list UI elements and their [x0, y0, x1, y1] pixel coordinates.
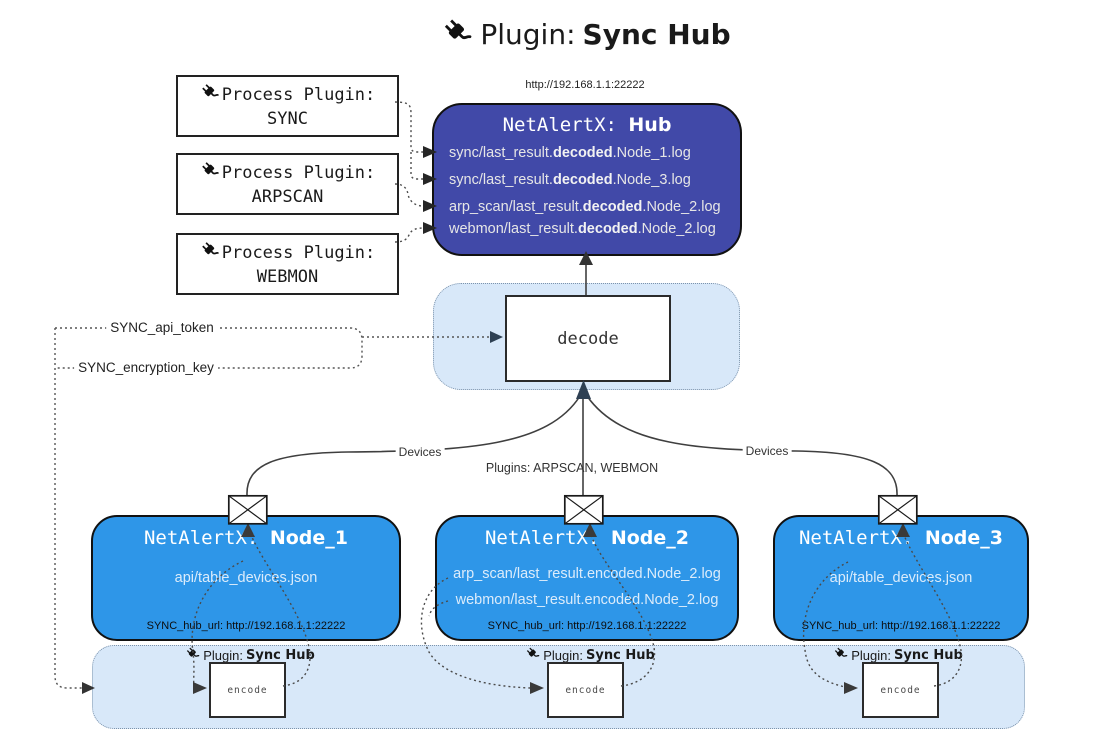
hub-log-line: arp_scan/last_result.decoded.Node_2.log — [449, 199, 721, 215]
page-title-prefix: Plugin: — [480, 18, 576, 51]
node-hub-url: SYNC_hub_url: http://192.168.1.1:22222 — [801, 620, 1001, 632]
edge-label-devices-left: Devices — [395, 445, 445, 459]
plug-icon — [185, 646, 200, 664]
node-file-line: arp_scan/last_result.encoded.Node_2.log — [453, 566, 721, 582]
hub-log-line: webmon/last_result.decoded.Node_2.log — [449, 221, 716, 237]
page-title-name: Sync Hub — [582, 18, 731, 51]
process-plugin-sync: Process Plugin: SYNC — [176, 75, 399, 137]
plug-icon — [441, 16, 473, 53]
encode-box: encode — [209, 662, 286, 718]
node-3-box: NetAlertX: Node_3 api/table_devices.json… — [773, 515, 1029, 641]
process-plugin-arpscan: Process Plugin: ARPSCAN — [176, 153, 399, 215]
node-hub-url: SYNC_hub_url: http://192.168.1.1:22222 — [146, 620, 346, 632]
hub-title: NetAlertX: Hub — [434, 114, 740, 136]
node-title: NetAlertX: Node_1 — [143, 527, 348, 549]
node-file-line: api/table_devices.json — [829, 570, 973, 586]
process-plugin-webmon: Process Plugin: WEBMON — [176, 233, 399, 295]
edge-label-devices-right: Devices — [742, 444, 792, 458]
plug-icon — [200, 82, 220, 109]
node-1-box: NetAlertX: Node_1 api/table_devices.json… — [91, 515, 401, 641]
hub-log-line: sync/last_result.decoded.Node_1.log — [449, 145, 691, 161]
node-2-box: NetAlertX: Node_2 arp_scan/last_result.e… — [435, 515, 739, 641]
hub-title-prefix: NetAlertX: — [502, 114, 629, 136]
encode-box: encode — [547, 662, 624, 718]
process-plugin-name: WEBMON — [256, 267, 319, 288]
plug-icon — [833, 646, 848, 664]
node-title: NetAlertX: Node_3 — [798, 527, 1003, 549]
process-plugin-name: SYNC — [267, 109, 308, 130]
node-file-line: webmon/last_result.encoded.Node_2.log — [455, 592, 719, 608]
process-plugin-name: ARPSCAN — [251, 187, 324, 208]
node-hub-url: SYNC_hub_url: http://192.168.1.1:22222 — [487, 620, 687, 632]
process-plugin-label: Process Plugin: — [221, 84, 376, 105]
plug-icon — [200, 240, 220, 267]
hub-box: NetAlertX: Hub sync/last_result.decoded.… — [432, 103, 742, 256]
plug-icon — [525, 646, 540, 664]
hub-title-name: Hub — [628, 114, 672, 136]
sync-encryption-key-label: SYNC_encryption_key — [74, 360, 218, 375]
page-title: Plugin: Sync Hub — [441, 16, 731, 53]
encode-box: encode — [862, 662, 939, 718]
process-plugin-label: Process Plugin: — [221, 242, 376, 263]
process-plugin-label: Process Plugin: — [221, 162, 376, 183]
plug-icon — [200, 160, 220, 187]
hub-url-label: http://192.168.1.1:22222 — [525, 79, 645, 91]
hub-log-line: sync/last_result.decoded.Node_3.log — [449, 172, 691, 188]
edge-label-plugins: Plugins: ARPSCAN, WEBMON — [485, 461, 659, 475]
node-file-line: api/table_devices.json — [174, 570, 318, 586]
hub-input-connectors — [394, 101, 424, 243]
node-title: NetAlertX: Node_2 — [484, 527, 689, 549]
sync-api-token-label: SYNC_api_token — [106, 320, 218, 335]
decode-box: decode — [505, 295, 671, 382]
